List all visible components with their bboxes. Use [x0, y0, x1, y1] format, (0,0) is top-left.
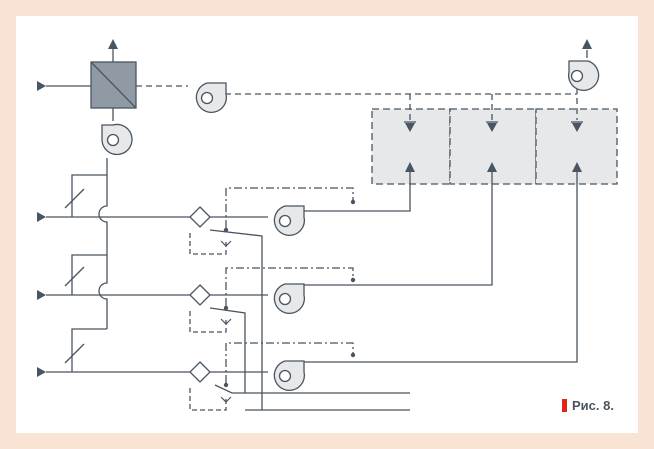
- filter-icon: [189, 206, 211, 228]
- zone-fan-icon: [273, 205, 306, 236]
- supply-trunk: [46, 174, 190, 373]
- exhaust-fan-icon: [567, 60, 600, 91]
- zone-fan-icon: [273, 283, 306, 314]
- caption-text: Рис. 8.: [572, 398, 614, 413]
- caption-marker: [562, 399, 567, 412]
- zone-unit-1: [371, 108, 451, 185]
- filter-icon: [189, 361, 211, 383]
- zone-unit-2: [449, 108, 537, 185]
- figure-caption: Рис. 8.: [562, 398, 614, 413]
- outdoor-air-inlet-icon: [37, 81, 46, 91]
- zone-supply-ducts: [304, 172, 578, 363]
- supply-inlet-icon: [37, 212, 46, 222]
- supply-inlet-icon: [37, 367, 46, 377]
- zone-fan-icon: [273, 360, 306, 391]
- damper-blade: [64, 266, 85, 287]
- exhaust-arrow-icon: [108, 39, 118, 49]
- damper-blade: [64, 188, 85, 209]
- control-groups: [189, 187, 410, 411]
- check-valve-icons: [220, 240, 232, 403]
- zone-units: [371, 108, 618, 185]
- filter-icon: [189, 284, 211, 306]
- heat-recovery-section: [46, 49, 588, 175]
- exhaust-arrow-icon: [582, 39, 592, 49]
- extract-fan-icon: [195, 82, 228, 113]
- supply-fan-icon: [101, 123, 133, 156]
- supply-inlet-icon: [37, 290, 46, 300]
- damper-blade: [64, 343, 85, 364]
- heat-exchanger-icon: [90, 61, 137, 109]
- sensor-icons: [223, 199, 356, 388]
